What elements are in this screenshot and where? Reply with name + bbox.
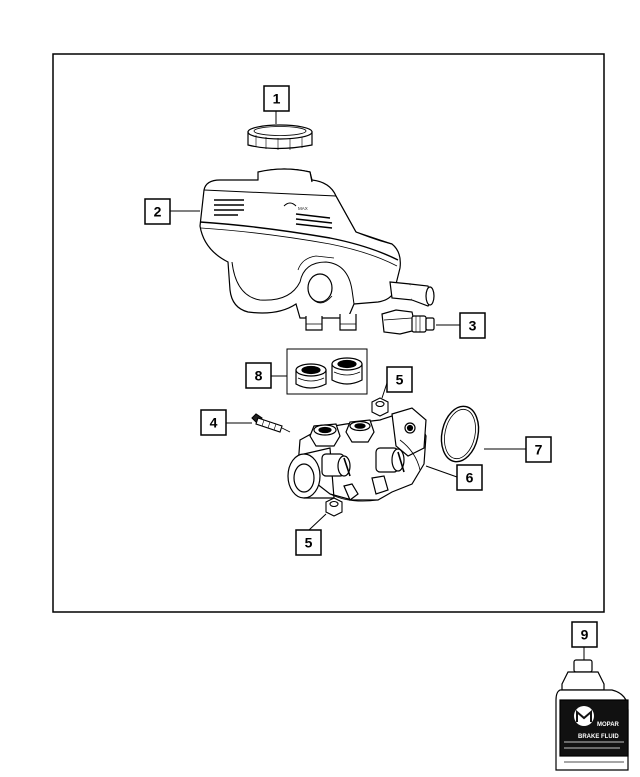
callout-8-text: 8 <box>255 368 263 384</box>
level-sensor-connector <box>381 309 435 335</box>
callout-1-text: 1 <box>273 91 281 107</box>
diagram-frame <box>52 53 605 613</box>
callout-5-lower: 5 <box>295 529 322 556</box>
callout-5-lower-text: 5 <box>305 535 313 551</box>
callout-7: 7 <box>525 436 552 463</box>
o-ring-inner <box>444 408 476 460</box>
callout-8: 8 <box>245 362 272 389</box>
callout-1: 1 <box>263 85 290 112</box>
brake-master-cylinder <box>287 407 427 502</box>
reservoir-cap <box>247 124 313 150</box>
callout-4: 4 <box>200 409 227 436</box>
bottle-product-label: BRAKE FLUID <box>578 734 619 740</box>
callout-2: 2 <box>144 198 171 225</box>
callout-6: 6 <box>456 464 483 491</box>
reservoir-grommets <box>295 357 363 389</box>
callout-5-upper-text: 5 <box>396 372 404 388</box>
callout-2-text: 2 <box>154 204 162 220</box>
brake-fluid-reservoir <box>199 168 435 331</box>
callout-9: 9 <box>571 621 598 648</box>
callout-9-text: 9 <box>581 627 589 643</box>
o-ring-seal <box>440 405 480 463</box>
leader-lines <box>170 111 585 660</box>
callout-7-text: 7 <box>535 442 543 458</box>
callout-6-text: 6 <box>466 470 474 486</box>
callout-5-upper: 5 <box>386 366 413 393</box>
callout-3-text: 3 <box>469 318 477 334</box>
stud-bolt <box>251 413 291 433</box>
grommet-kit-box <box>286 348 368 395</box>
reservoir-max-label: MAX <box>298 206 308 211</box>
brake-fluid-bottle <box>555 659 629 771</box>
callout-4-text: 4 <box>210 415 218 431</box>
callout-3: 3 <box>459 312 486 339</box>
bottle-brand-label: MOPAR <box>597 722 620 728</box>
nut-lower <box>325 497 343 517</box>
nut-upper <box>371 397 389 417</box>
